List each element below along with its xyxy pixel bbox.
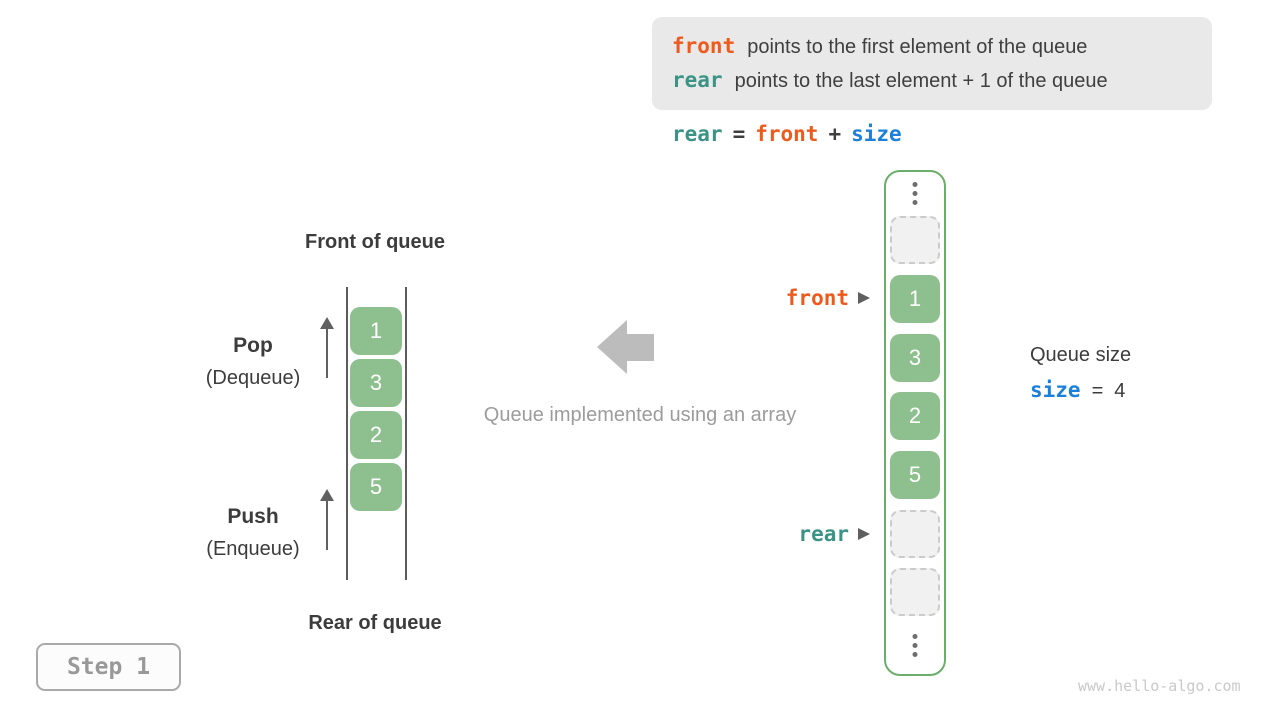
queue-channel-right-line (405, 287, 407, 580)
rear-pointer: rear (694, 522, 870, 546)
pop-subtitle: (Dequeue) (205, 367, 301, 389)
watermark: www.hello-algo.com (1078, 677, 1241, 695)
array-cell: 5 (890, 451, 940, 499)
vertical-ellipsis-icon (912, 634, 918, 657)
pop-up-arrow-icon (320, 317, 334, 379)
array-cell: 1 (890, 275, 940, 323)
pointer-arrow-icon (858, 528, 870, 540)
rear-of-queue-label: Rear of queue (308, 612, 442, 634)
front-keyword: front (672, 34, 736, 58)
rear-keyword: rear (672, 68, 723, 92)
formula: rear = front + size (672, 122, 902, 146)
array-cell-empty (890, 568, 940, 616)
queue-cell: 3 (350, 359, 402, 407)
array-container: 1 3 2 5 (884, 170, 946, 676)
pointer-arrow-icon (858, 292, 870, 304)
size-keyword: size (1030, 378, 1081, 402)
legend-front-text: points to the first element of the queue (747, 36, 1088, 58)
queue-cell: 2 (350, 411, 402, 459)
front-pointer: front (694, 286, 870, 310)
push-subtitle: (Enqueue) (206, 538, 300, 560)
formula-plus: + (828, 122, 842, 146)
queue-size-value-line: size = 4 (1030, 378, 1131, 403)
push-label: Push (Enqueue) (163, 505, 343, 561)
size-equals: = (1091, 380, 1104, 402)
step-badge: Step 1 (36, 643, 181, 691)
size-value: 4 (1114, 380, 1126, 402)
array-cell-empty (890, 510, 940, 558)
vertical-ellipsis-icon (912, 182, 918, 205)
array-cell: 3 (890, 334, 940, 382)
formula-equals: = (732, 122, 746, 146)
front-of-queue-label: Front of queue (305, 231, 445, 253)
front-pointer-label: front (785, 286, 849, 310)
array-cell-empty (890, 216, 940, 264)
rear-pointer-label: rear (798, 522, 849, 546)
pop-title: Pop (233, 334, 273, 357)
formula-rear: rear (672, 122, 723, 146)
formula-size: size (851, 122, 902, 146)
legend-line-front: front points to the first element of the… (672, 34, 1212, 59)
queue-cell: 5 (350, 463, 402, 511)
queue-cell: 1 (350, 307, 402, 355)
queue-size-panel: Queue size size = 4 (1030, 344, 1131, 403)
legend-box: front points to the first element of the… (652, 17, 1212, 110)
implementation-caption: Queue implemented using an array (483, 404, 797, 426)
queue-size-title: Queue size (1030, 344, 1132, 366)
formula-front: front (755, 122, 819, 146)
pop-label: Pop (Dequeue) (163, 334, 343, 390)
array-cell: 2 (890, 392, 940, 440)
push-up-arrow-icon (320, 489, 334, 551)
legend-line-rear: rear points to the last element + 1 of t… (672, 68, 1212, 93)
left-arrow-icon (597, 320, 654, 374)
push-title: Push (227, 505, 279, 528)
queue-channel-left-line (346, 287, 348, 580)
left-queue-cells: 1 3 2 5 (350, 307, 402, 511)
legend-rear-text: points to the last element + 1 of the qu… (734, 70, 1108, 92)
